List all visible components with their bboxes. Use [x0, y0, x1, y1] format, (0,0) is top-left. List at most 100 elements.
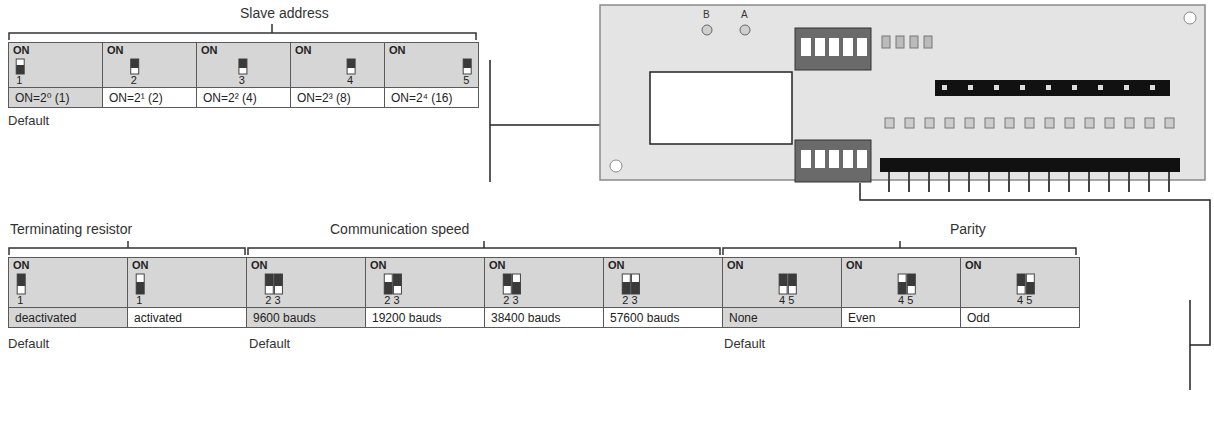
slider-knob: [898, 282, 906, 294]
setting-value: Odd: [967, 311, 990, 325]
switch-number: 1: [16, 74, 22, 86]
setting-cell: ON=2⁴ (16): [384, 87, 479, 108]
slider-knob: [265, 274, 273, 286]
slider-body: [393, 274, 401, 294]
slider-body: [503, 274, 511, 294]
slider-knob: [17, 274, 25, 286]
setting-cell: 38400 bauds: [484, 307, 604, 328]
switch-number: 4 5: [1017, 294, 1032, 306]
on-label: ON: [727, 259, 744, 271]
slider-body: [631, 274, 639, 294]
terminal-label: A: [741, 9, 748, 21]
slider-knob: [16, 65, 24, 74]
switch-box: ON 4 5: [841, 257, 961, 308]
setting-value: 19200 bauds: [372, 311, 441, 325]
switch-box: ON 4 5: [960, 257, 1080, 308]
setting-cell: 9600 bauds: [246, 307, 366, 328]
switch-box: ON 4 5: [722, 257, 842, 308]
default-note: Default: [724, 336, 765, 351]
circuit-board: [600, 5, 1205, 192]
switch-number: 4 5: [898, 294, 913, 306]
slider-body: [16, 59, 24, 74]
setting-value: ON=2⁴ (16): [391, 91, 453, 105]
switch-number: 2 3: [384, 294, 399, 306]
group-heading: Communication speed: [330, 221, 469, 237]
slider-knob: [1026, 282, 1034, 294]
setting-value: 38400 bauds: [491, 311, 560, 325]
slider-knob: [393, 274, 401, 286]
terminal-label: B: [703, 9, 710, 21]
switch-number: 2 3: [622, 294, 637, 306]
setting-cell: ON=2² (4): [196, 87, 291, 108]
switch-number: 2 3: [503, 294, 518, 306]
setting-cell: ON=2⁰ (1): [8, 87, 103, 108]
slider-body: [463, 59, 471, 74]
slider-knob: [239, 59, 247, 68]
default-note: Default: [249, 336, 290, 351]
on-label: ON: [132, 259, 149, 271]
group-heading: Terminating resistor: [10, 221, 132, 237]
switch-box: ON 2 3: [603, 257, 723, 308]
slider-knob: [1017, 274, 1025, 286]
setting-cell: Even: [841, 307, 961, 328]
on-label: ON: [489, 259, 506, 271]
slider-knob: [631, 282, 639, 294]
switch-box: ON 1: [127, 257, 247, 308]
setting-value: ON=2¹ (2): [109, 91, 163, 105]
slider-body: [347, 59, 355, 74]
slider-body: [131, 59, 139, 74]
slider-knob: [274, 274, 282, 286]
slider-knob: [779, 274, 787, 286]
on-label: ON: [608, 259, 625, 271]
switch-number: 3: [239, 74, 245, 86]
slider-body: [239, 59, 247, 74]
slider-body: [265, 274, 273, 294]
slider-knob: [136, 282, 144, 294]
switch-box: ON2: [102, 42, 197, 88]
slider-body: [779, 274, 787, 294]
setting-cell: Odd: [960, 307, 1080, 328]
slider-body: [788, 274, 796, 294]
switch-box: ON 2 3: [246, 257, 366, 308]
group-heading: Slave address: [240, 5, 329, 21]
switch-box: ON 1: [8, 42, 103, 88]
slider-body: [274, 274, 282, 294]
on-label: ON: [201, 44, 218, 56]
on-label: ON: [251, 259, 268, 271]
on-label: ON: [13, 44, 30, 56]
slider-knob: [384, 282, 392, 294]
slider-body: [136, 274, 144, 294]
slider-knob: [622, 282, 630, 294]
slider-body: [898, 274, 906, 294]
setting-cell: ON=2¹ (2): [102, 87, 197, 108]
switch-number: 1: [136, 294, 142, 306]
slider-body: [384, 274, 392, 294]
setting-value: deactivated: [15, 311, 76, 325]
on-label: ON: [295, 44, 312, 56]
slider-body: [17, 274, 25, 294]
setting-value: None: [729, 311, 758, 325]
setting-cell: None: [722, 307, 842, 328]
switch-number: 1: [17, 294, 23, 306]
on-label: ON: [389, 44, 406, 56]
on-label: ON: [965, 259, 982, 271]
switch-box: ON5: [384, 42, 479, 88]
setting-value: ON=2⁰ (1): [15, 91, 70, 105]
setting-value: ON=2³ (8): [297, 91, 351, 105]
setting-cell: 19200 bauds: [365, 307, 485, 328]
on-label: ON: [370, 259, 387, 271]
on-label: ON: [846, 259, 863, 271]
setting-cell: deactivated: [8, 307, 128, 328]
switch-number: 2 3: [265, 294, 280, 306]
slider-knob: [907, 274, 915, 286]
slider-knob: [131, 59, 139, 68]
setting-value: activated: [134, 311, 182, 325]
setting-value: 57600 bauds: [610, 311, 679, 325]
switch-box: ON 2 3: [484, 257, 604, 308]
switch-number: 4 5: [779, 294, 794, 306]
slider-knob: [347, 59, 355, 68]
setting-value: 9600 bauds: [253, 311, 316, 325]
slider-knob: [503, 274, 511, 286]
slider-knob: [512, 282, 520, 294]
